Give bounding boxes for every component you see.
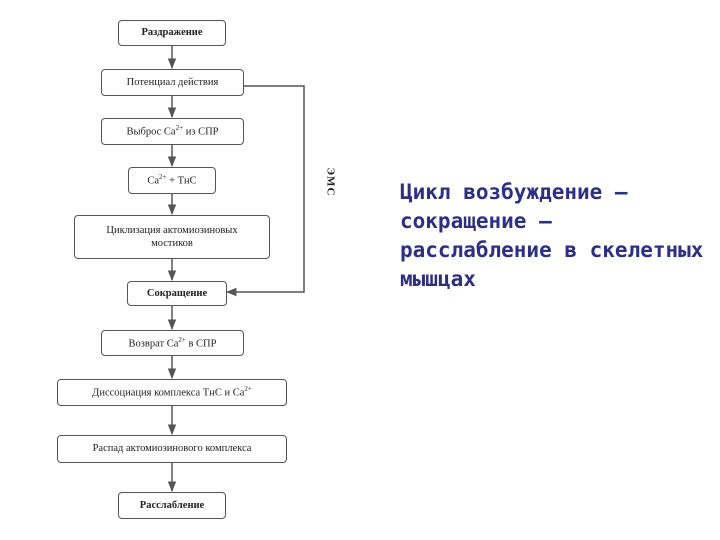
- slide-title: Цикл возбуждение – сокращение – расслабл…: [400, 180, 704, 291]
- node-dissociation-text: Диссоциация комплекса ТнС и Ca2+: [92, 385, 252, 399]
- node-ca-return: Возврат Ca2+ в СПР: [101, 330, 244, 356]
- node-relaxation: Расслабление: [118, 492, 226, 519]
- node-ca-return-text: Возврат Ca2+ в СПР: [128, 335, 217, 350]
- node-ca-release: Выброс Ca2+ из СПР: [101, 118, 244, 145]
- node-contraction: Сокращение: [127, 281, 227, 306]
- ems-feedback-line: [225, 85, 305, 297]
- node-ca-tnc-text: Ca2+ + ТнС: [147, 173, 197, 187]
- node-cycling: Циклизация актомиозиновых мостиков: [74, 215, 270, 259]
- ems-label: ЭМС: [324, 167, 337, 197]
- node-action-potential: Потенциал действия: [101, 69, 244, 96]
- node-ca-tnc: Ca2+ + ТнС: [128, 167, 216, 194]
- node-ca-release-text: Выброс Ca2+ из СПР: [126, 124, 219, 138]
- node-dissociation: Диссоциация комплекса ТнС и Ca2+: [57, 379, 287, 406]
- node-stimulus: Раздражение: [118, 20, 226, 46]
- node-breakdown: Распад актомиозинового комплекса: [57, 435, 287, 463]
